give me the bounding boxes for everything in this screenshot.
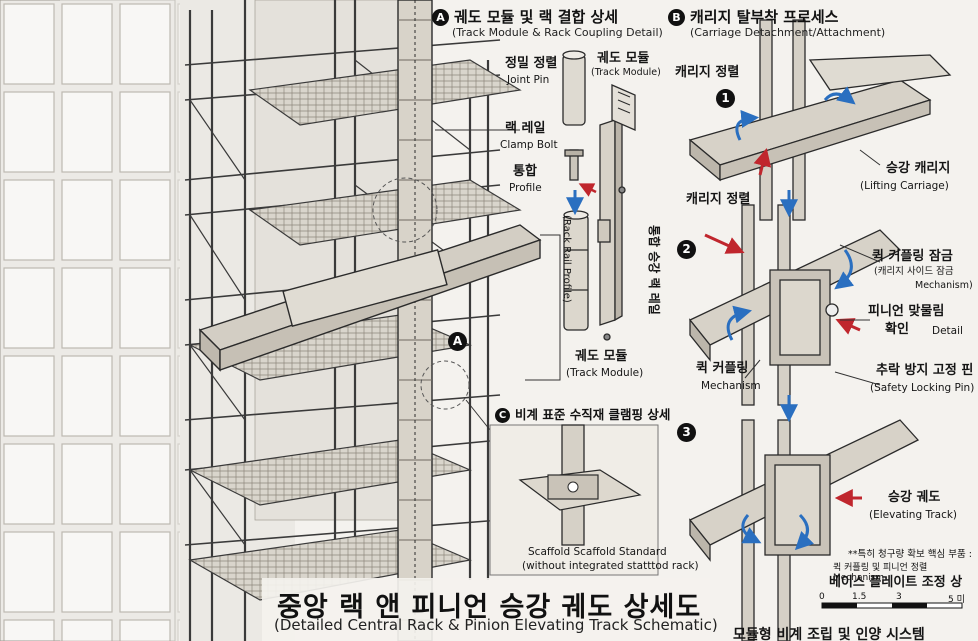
label-pinion-en: Detail [932,325,963,337]
section-a-title-text: 궤도 모듈 및 랙 결합 상세 [454,8,619,26]
label-profile-ko: 통합 [513,164,537,179]
main-subtitle: (Detailed Central Rack & Pinion Elevatin… [274,616,718,634]
main-title: 중앙 랙 앤 피니언 승강 궤도 상세도 [277,592,702,623]
label-quick-coupling-ko: 퀵 커플링 [696,361,749,376]
section-b-arrows [704,86,862,551]
cantilever-carriage [198,224,542,372]
label-track-module-en: (Track Module) [591,67,661,78]
section-b-leaders [744,149,881,386]
label-quick-lock-sub: (캐리지 사이드 잠금 [874,266,954,277]
label-quick-coupling-en: Mechanism [701,380,761,392]
label-bottom-module-ko: 궤도 모듈 [575,349,628,364]
section-b-title: B 캐리지 탈부착 프로세스 [668,6,838,27]
label-rack-rail-ko: 통합 승강 랙 레일 [647,225,661,315]
label-joint-pin-en: Joint Pin [507,74,550,86]
scale-bar [821,602,963,609]
section-a-subtitle: (Track Module & Rack Coupling Detail) [452,26,663,39]
label-lifting-carriage-en: (Lifting Carriage) [860,180,949,192]
note-bottom-cut: 모듈형 비계 조립 및 인양 시스템 [733,627,925,641]
label-track-module-ko: 궤도 모듈 [597,51,650,66]
section-c-detail [489,424,659,576]
label-pinion-ko: 피니언 맞물림 [868,304,945,319]
label-quick-lock-en: Mechanism) [915,280,973,291]
label-clamp-bolt-en: Clamp Bolt [500,139,558,151]
section-b-subtitle: (Carriage Detachment/Attachment) [690,26,886,39]
scale-tick-2: 3 [896,592,902,602]
central-rack-column [397,0,433,641]
callout-leaders [435,129,561,431]
label-safety-pin-en: (Safety Locking Pin) [870,382,975,394]
note-line-2: 퀵 커플링 및 피니언 정렬 Mechanism [833,563,928,583]
label-safety-pin-ko: 추락 방지 고정 핀 [876,363,974,378]
label-elevating-track-en: (Elevating Track) [869,509,958,521]
step-2-badge: 2 [677,240,696,259]
label-pinion-ko2: 확인 [885,322,909,337]
label-joint-pin-ko: 정밀 정렬 [505,56,558,71]
label-lifting-carriage-ko: 승강 캐리지 [886,161,951,176]
note-line-1: **특히 청구량 확보 핵심 부품 : [848,549,972,560]
note-base-plate: 베이스 플레이트 조정 상 [829,575,963,590]
scale-tick-0: 0 [819,592,825,602]
scale-tick-3: 5 미 [948,595,965,605]
section-c-title-text: 비계 표준 수직재 클램핑 상세 [515,407,671,422]
label-rack-rail-en: (Rack Rail Profile) [561,215,572,303]
label-carriage-align-mid: 캐리지 정렬 [686,192,751,207]
main-callout-a: A [448,332,467,351]
callout-circles [372,177,470,410]
label-quick-lock-ko: 퀵 커플링 잠금 [872,249,953,264]
label-carriage-align-top: 캐리지 정렬 [675,65,740,80]
track-module-detail [562,50,636,341]
section-c-caption-1: Scaffold Scaffold Standard [528,546,667,558]
label-profile-en: Profile [509,182,542,194]
carriage-step-1 [688,19,952,221]
section-c-title: C 비계 표준 수직재 클램핑 상세 [495,404,670,423]
label-elevating-track-ko: 승강 궤도 [888,490,941,505]
step-1-badge: 1 [716,89,735,108]
section-b-title-text: 캐리지 탈부착 프로세스 [690,8,839,26]
section-c-badge: C [495,408,510,423]
section-b-badge: B [668,9,685,26]
label-bottom-module-en: (Track Module) [566,367,644,379]
label-clamp-bolt-ko: 랙 레일 [505,121,546,136]
section-c-caption-2: (without integrated statttod rack) [522,560,699,572]
section-a-title: A 궤도 모듈 및 랙 결합 상세 [432,6,618,27]
scale-tick-1: 1.5 [852,592,867,602]
section-a-arrows [566,183,597,216]
step-3-badge: 3 [677,423,696,442]
section-a-badge: A [432,9,449,26]
title-backing [262,578,710,641]
